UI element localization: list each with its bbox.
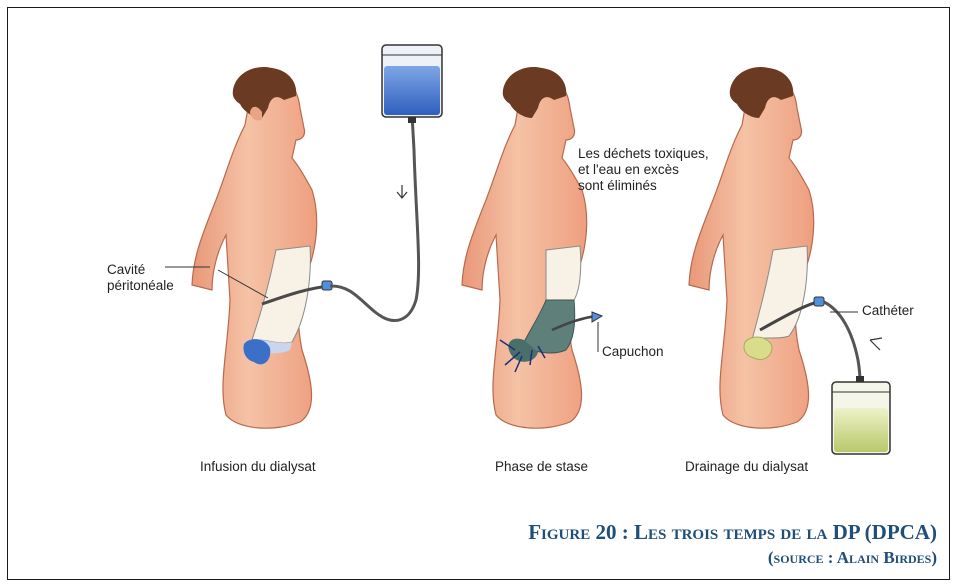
figure-stasis bbox=[462, 67, 602, 428]
label-dechets-toxiques: Les déchets toxiques, et l'eau en excès … bbox=[578, 146, 709, 194]
caption-infusion: Infusion du dialysat bbox=[200, 459, 316, 475]
caption-stasis: Phase de stase bbox=[495, 459, 588, 475]
caption-drainage: Drainage du dialysat bbox=[685, 459, 808, 475]
figure-caption-source: (source : Alain Birdes) bbox=[768, 548, 937, 568]
label-catheter: Cathéter bbox=[862, 303, 914, 319]
label-cavite-peritoneale: Cavité péritonéale bbox=[107, 262, 174, 294]
figure-infusion bbox=[165, 45, 442, 428]
figure-caption-title: Figure 20 : Les trois temps de la DP (DP… bbox=[528, 520, 937, 545]
figure-drainage bbox=[689, 67, 890, 454]
label-capuchon: Capuchon bbox=[602, 344, 664, 360]
